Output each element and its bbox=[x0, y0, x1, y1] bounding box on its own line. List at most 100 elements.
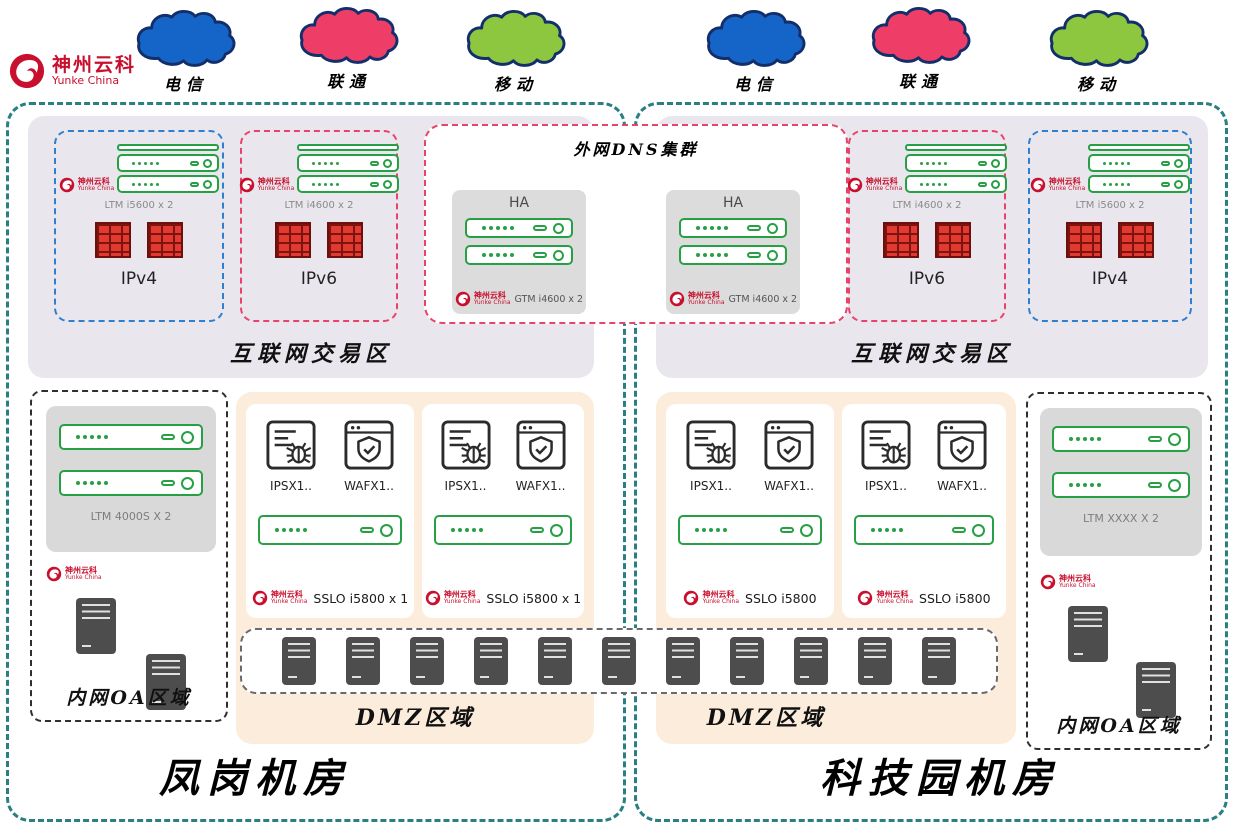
security-icons-row: IPSX1.. WAFX1.. bbox=[428, 420, 578, 493]
appliance-icon bbox=[1052, 426, 1190, 452]
waf-item: WAFX1.. bbox=[516, 420, 566, 493]
waf-label: WAFX1.. bbox=[344, 479, 394, 493]
firewall-icon bbox=[275, 222, 311, 258]
device-model-label: LTM i5600 x 2 bbox=[104, 200, 174, 211]
cloud-icon bbox=[1039, 8, 1159, 70]
server-icon bbox=[666, 637, 700, 685]
appliance-icon bbox=[297, 154, 400, 172]
waf-icon bbox=[764, 420, 814, 470]
dmz-zone-label: DMZ区域 bbox=[706, 705, 826, 731]
waf-item: WAFX1.. bbox=[764, 420, 814, 493]
firewall-icon bbox=[935, 222, 971, 258]
ltm-appliance-stack-icon bbox=[297, 144, 400, 193]
ip-version-label: IPv4 bbox=[1091, 269, 1129, 289]
server-icon bbox=[410, 637, 444, 685]
ips-item: IPSX1.. bbox=[686, 420, 736, 493]
server-icon bbox=[346, 637, 380, 685]
appliance-icon bbox=[117, 175, 220, 193]
firewall-pair bbox=[95, 222, 183, 258]
yunke-swirl-icon bbox=[46, 566, 62, 582]
firewall-icon bbox=[95, 222, 131, 258]
waf-label: WAFX1.. bbox=[515, 479, 566, 493]
appliance-icon bbox=[905, 175, 1008, 193]
ips-icon bbox=[441, 420, 491, 470]
firewall-icon bbox=[327, 222, 363, 258]
yunke-swirl-icon bbox=[1040, 574, 1056, 590]
appliance-icon bbox=[297, 175, 400, 193]
sslo-appliance-icon bbox=[258, 515, 402, 545]
firewall-icon bbox=[147, 222, 183, 258]
cloud-icon bbox=[861, 5, 981, 67]
yunke-swirl-icon bbox=[847, 177, 863, 193]
device-model-label: LTM XXXX X 2 bbox=[1083, 512, 1159, 525]
device-model-label: SSLO i5800 x 1 bbox=[486, 590, 582, 606]
firewall-icon bbox=[1118, 222, 1154, 258]
server-icon bbox=[474, 637, 508, 685]
cloud-icon bbox=[289, 5, 409, 67]
ltm-appliance-stack-icon bbox=[1088, 144, 1191, 193]
firewall-icon bbox=[883, 222, 919, 258]
dns-cluster-title: 外网DNS集群 bbox=[573, 140, 699, 159]
server-icon bbox=[1068, 606, 1108, 662]
oa-zone-label: 内网OA区域 bbox=[66, 687, 192, 709]
ips-icon bbox=[266, 420, 316, 470]
gtm-appliance-icon bbox=[679, 218, 787, 238]
gtm-appliance-icon bbox=[465, 218, 573, 238]
datacenter-name-left: 凤岗机房 bbox=[159, 755, 351, 802]
yunke-swirl-icon bbox=[239, 177, 255, 193]
datacenter-name-right: 科技园机房 bbox=[820, 755, 1060, 802]
cloud-icon bbox=[696, 8, 816, 70]
ips-item: IPSX1.. bbox=[441, 420, 491, 493]
server-icon bbox=[1136, 662, 1176, 718]
cloud-unicom-right: 联通 bbox=[855, 5, 987, 92]
appliance-icon bbox=[1052, 472, 1190, 498]
ips-item: IPSX1.. bbox=[266, 420, 316, 493]
yunke-swirl-icon bbox=[455, 291, 471, 307]
device-model-label: LTM 4000S X 2 bbox=[90, 510, 172, 523]
gtm-appliance-icon bbox=[465, 245, 573, 265]
device-model-label: SSLO i5800 x 1 bbox=[313, 590, 409, 606]
ips-icon bbox=[686, 420, 736, 470]
yunke-swirl-icon bbox=[8, 52, 46, 90]
cloud-label: 联通 bbox=[326, 72, 371, 91]
internet-zone-label: 互联网交易区 bbox=[850, 341, 1013, 367]
ips-icon bbox=[861, 420, 911, 470]
firewall-pair bbox=[275, 222, 363, 258]
waf-icon bbox=[344, 420, 394, 470]
yunke-swirl-icon bbox=[857, 590, 873, 606]
cloud-unicom-left: 联通 bbox=[283, 5, 415, 92]
security-icons-row: IPSX1.. WAFX1.. bbox=[672, 420, 828, 493]
ips-label: IPSX1.. bbox=[270, 479, 312, 493]
firewall-icon bbox=[1066, 222, 1102, 258]
datacenter-left-border bbox=[6, 102, 626, 822]
server-icon bbox=[602, 637, 636, 685]
appliance-icon bbox=[117, 154, 220, 172]
brand-subtitle: Yunke China bbox=[52, 74, 120, 88]
cloud-label: 联通 bbox=[898, 72, 943, 91]
yunke-swirl-icon bbox=[59, 177, 75, 193]
datacenter-right-border bbox=[634, 102, 1228, 822]
ip-version-label: IPv6 bbox=[908, 269, 946, 289]
brand-name: 神州云科 bbox=[52, 53, 137, 76]
internet-zone-label: 互联网交易区 bbox=[229, 341, 392, 367]
server-icon bbox=[538, 637, 572, 685]
